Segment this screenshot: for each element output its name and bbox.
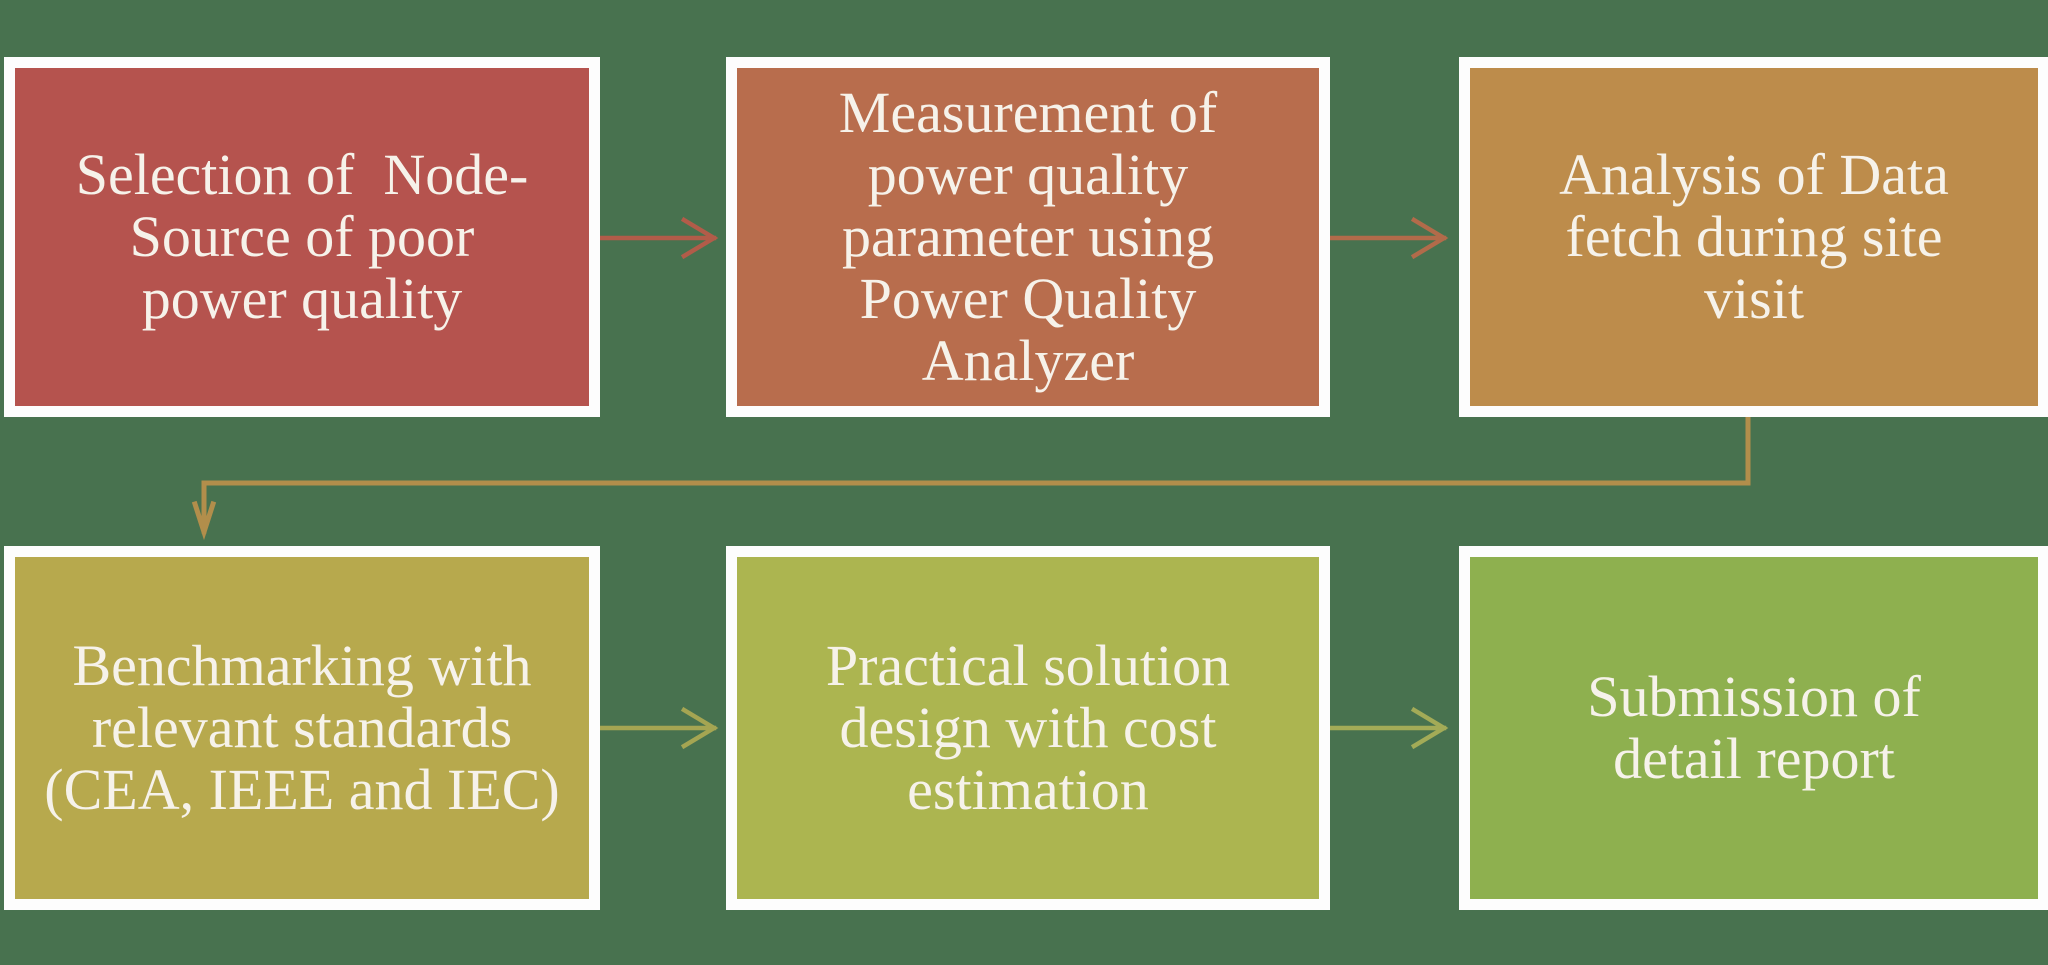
flowchart-node-solution-design: Practical solution design with cost esti… <box>726 546 1330 910</box>
flowchart-node-submission: Submission of detail report <box>1459 546 2048 910</box>
flowchart-node-solution-design-label: Practical solution design with cost esti… <box>825 633 1231 822</box>
flowchart-node-selection-label: Selection of Node- Source of poor power … <box>75 142 529 331</box>
flowchart-node-analysis-label: Analysis of Data fetch during site visit <box>1559 142 1949 331</box>
elbow-connector-node3-node4-icon <box>191 415 1751 541</box>
flowchart-node-submission-label: Submission of detail report <box>1587 664 1921 791</box>
arrow-node4-node5-icon <box>599 706 719 750</box>
arrow-node1-node2-icon <box>599 216 719 260</box>
flowchart-node-analysis: Analysis of Data fetch during site visit <box>1459 57 2048 417</box>
arrow-node2-node3-icon <box>1329 216 1449 260</box>
flowchart-node-measurement: Measurement of power quality parameter u… <box>726 57 1330 417</box>
arrow-node5-node6-icon <box>1329 706 1449 750</box>
flowchart-node-benchmarking-label: Benchmarking with relevant standards (CE… <box>44 633 560 822</box>
flowchart-node-measurement-label: Measurement of power quality parameter u… <box>838 80 1218 393</box>
flowchart-node-selection: Selection of Node- Source of poor power … <box>4 57 600 417</box>
flowchart-node-benchmarking: Benchmarking with relevant standards (CE… <box>4 546 600 910</box>
